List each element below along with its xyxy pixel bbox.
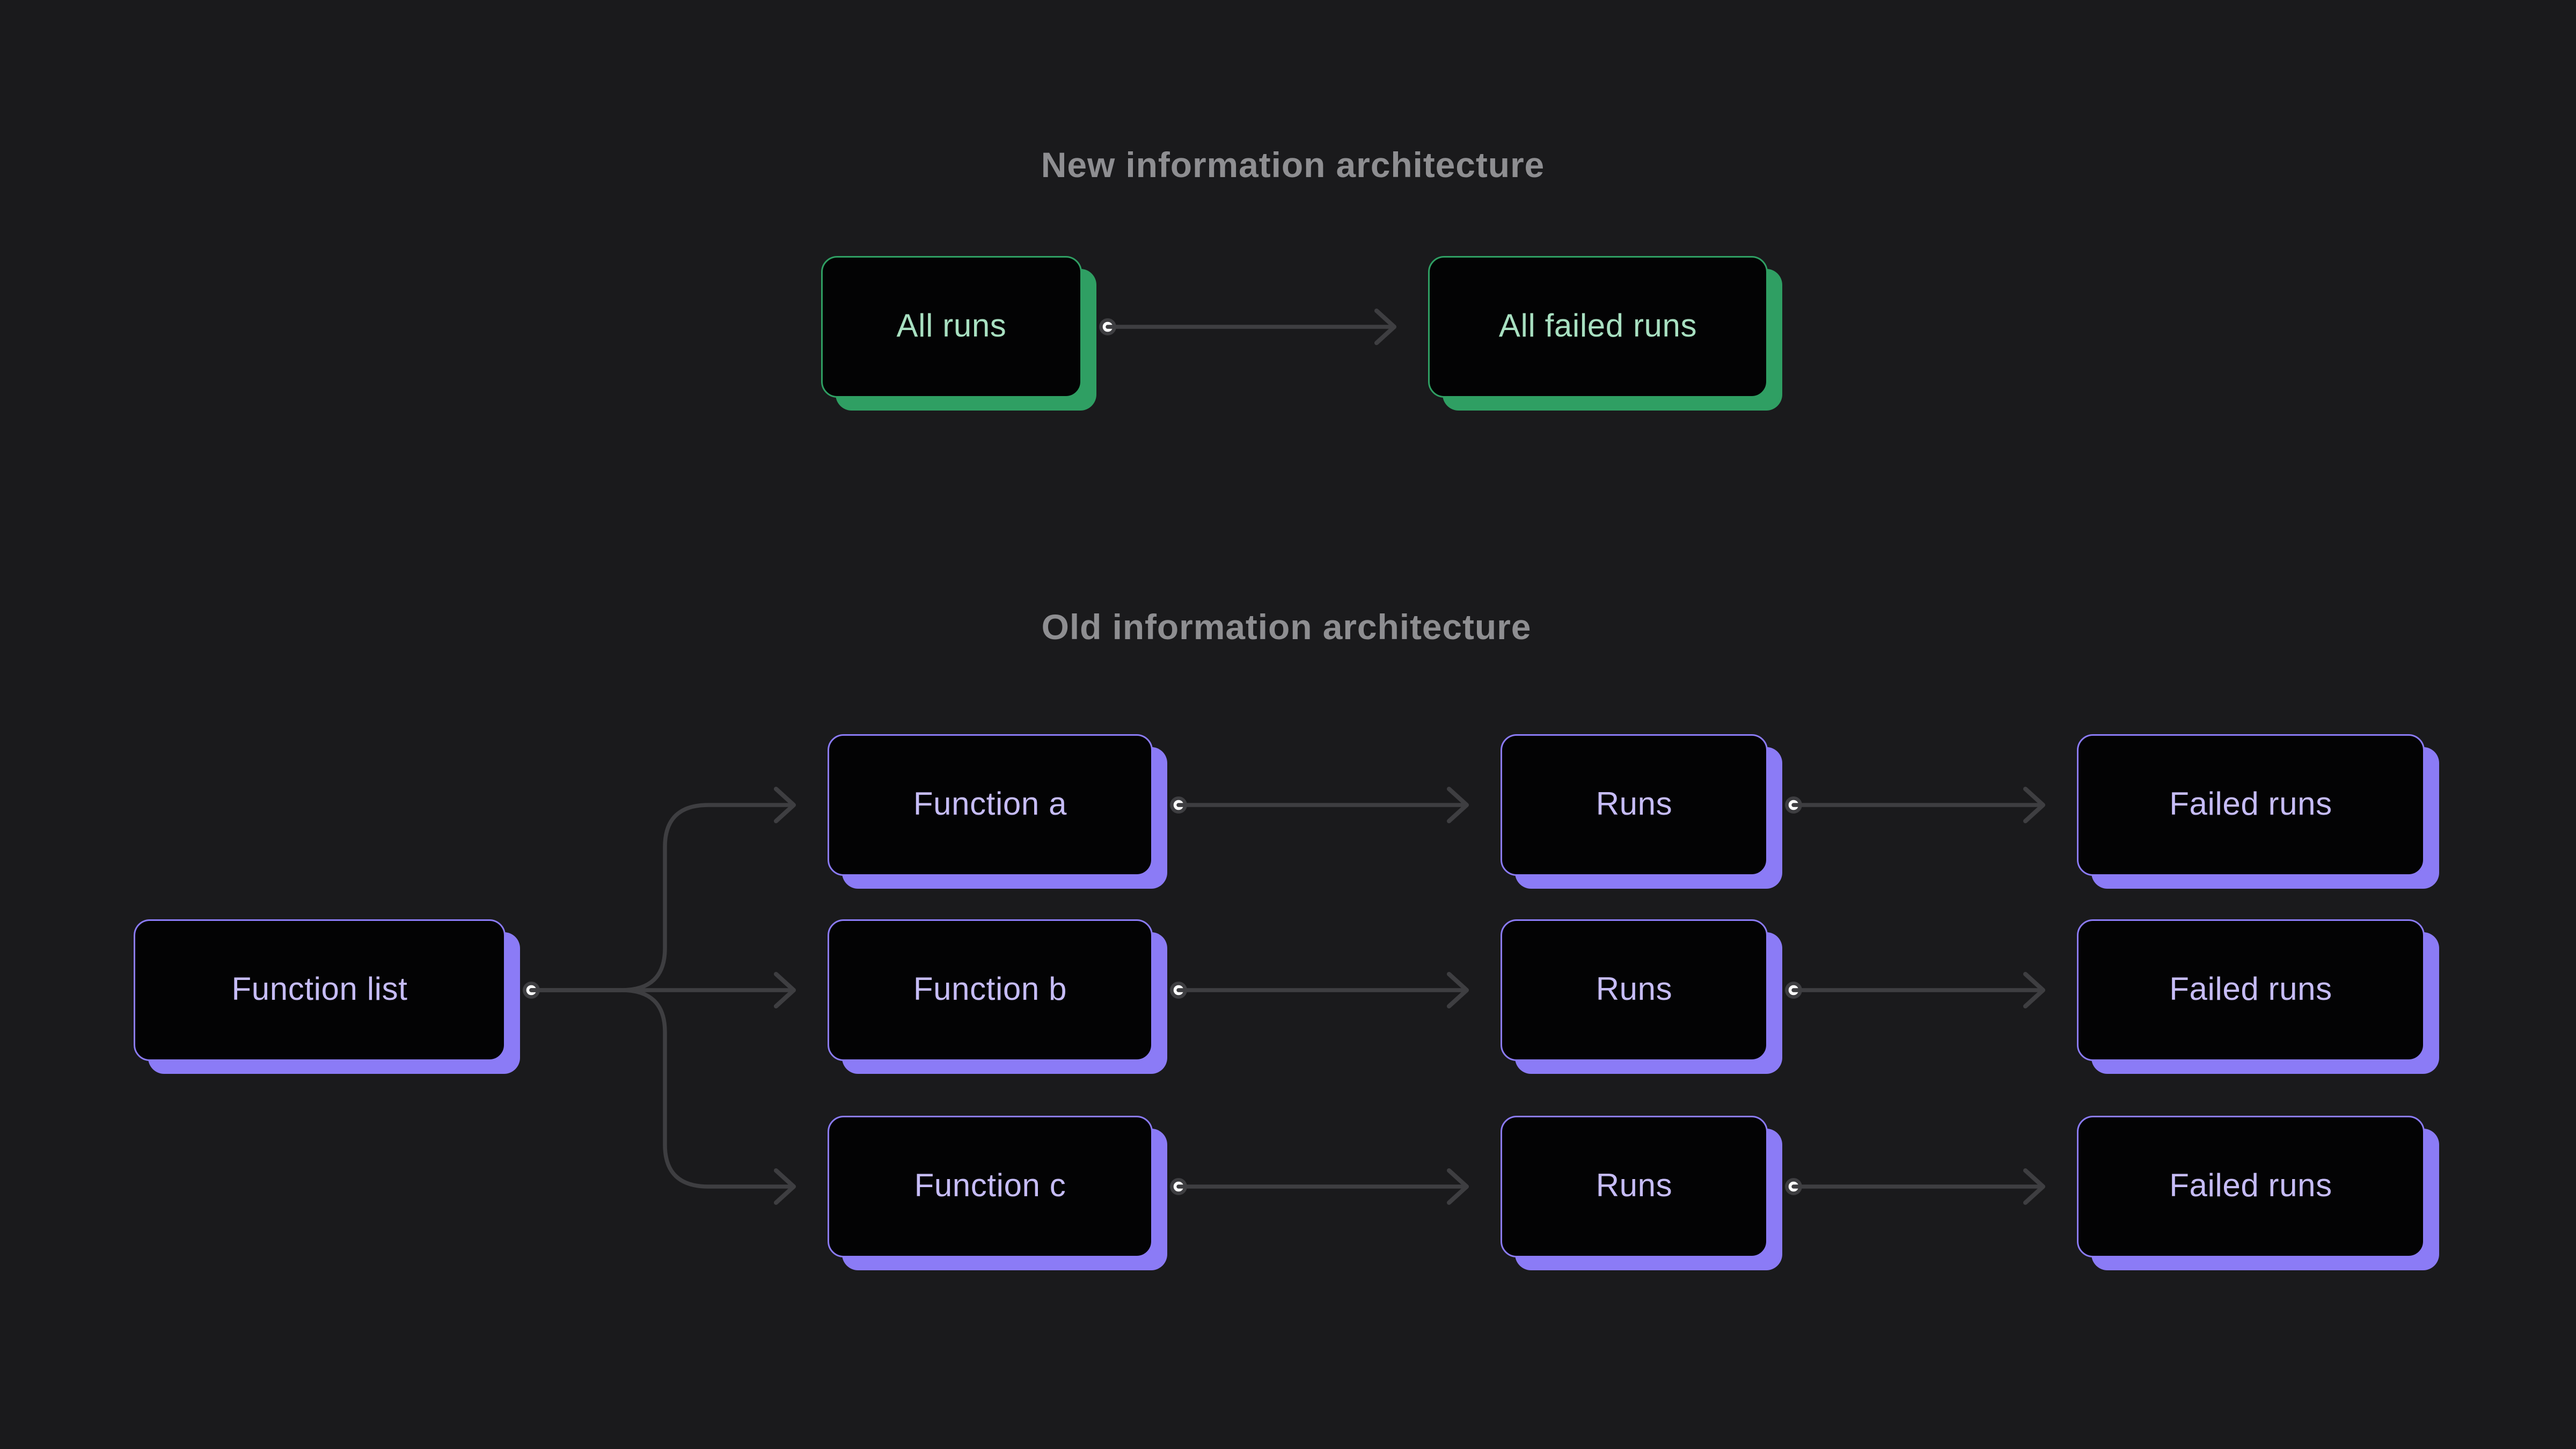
node-label: Runs (1596, 971, 1673, 1007)
node-function-a: Function a (828, 734, 1153, 876)
arrowhead-icon (2023, 1168, 2046, 1205)
node-function-b: Function b (828, 919, 1153, 1061)
arrowhead-icon (2023, 971, 2046, 1009)
node-label: Failed runs (2169, 786, 2332, 822)
node-failed-runs-c: Failed runs (2077, 1116, 2425, 1257)
node-function-list: Function list (134, 919, 506, 1061)
connector-new-all-runs-to-all-failed (1099, 308, 1397, 346)
connector-row-c (1170, 1168, 2046, 1205)
arrowhead-icon (1446, 971, 1469, 1009)
arrowhead-icon (773, 1168, 796, 1205)
arrowhead-icon (773, 971, 796, 1009)
node-label: Failed runs (2169, 971, 2332, 1007)
node-label: All failed runs (1498, 308, 1697, 344)
connector-row-b (1170, 971, 2046, 1009)
node-label: Function c (914, 1168, 1066, 1204)
arrowhead-icon (773, 786, 796, 824)
node-label: Function a (913, 786, 1067, 822)
arrowhead-icon (1446, 1168, 1469, 1205)
node-runs-b: Runs (1501, 919, 1768, 1061)
node-all-runs: All runs (821, 256, 1082, 398)
arrowhead-icon (1446, 786, 1469, 824)
node-label: Runs (1596, 786, 1673, 822)
connector-fork-function-list (523, 786, 796, 1205)
node-all-failed-runs: All failed runs (1428, 256, 1768, 398)
section-title-new: New information architecture (1041, 145, 1545, 185)
branch-curve-up (529, 803, 791, 992)
node-runs-c: Runs (1501, 1116, 1768, 1257)
node-label: Function b (913, 971, 1067, 1007)
section-title-old: Old information architecture (1041, 607, 1532, 647)
node-label: Runs (1596, 1168, 1673, 1204)
connector-row-a (1170, 786, 2046, 824)
branch-curve-down (529, 988, 791, 1189)
node-label: All runs (896, 308, 1007, 344)
node-label: Failed runs (2169, 1168, 2332, 1204)
node-failed-runs-a: Failed runs (2077, 734, 2425, 876)
arrowhead-icon (1374, 308, 1397, 346)
node-function-c: Function c (828, 1116, 1153, 1257)
node-failed-runs-b: Failed runs (2077, 919, 2425, 1061)
node-label: Function list (231, 971, 408, 1007)
node-runs-a: Runs (1501, 734, 1768, 876)
arrowhead-icon (2023, 786, 2046, 824)
